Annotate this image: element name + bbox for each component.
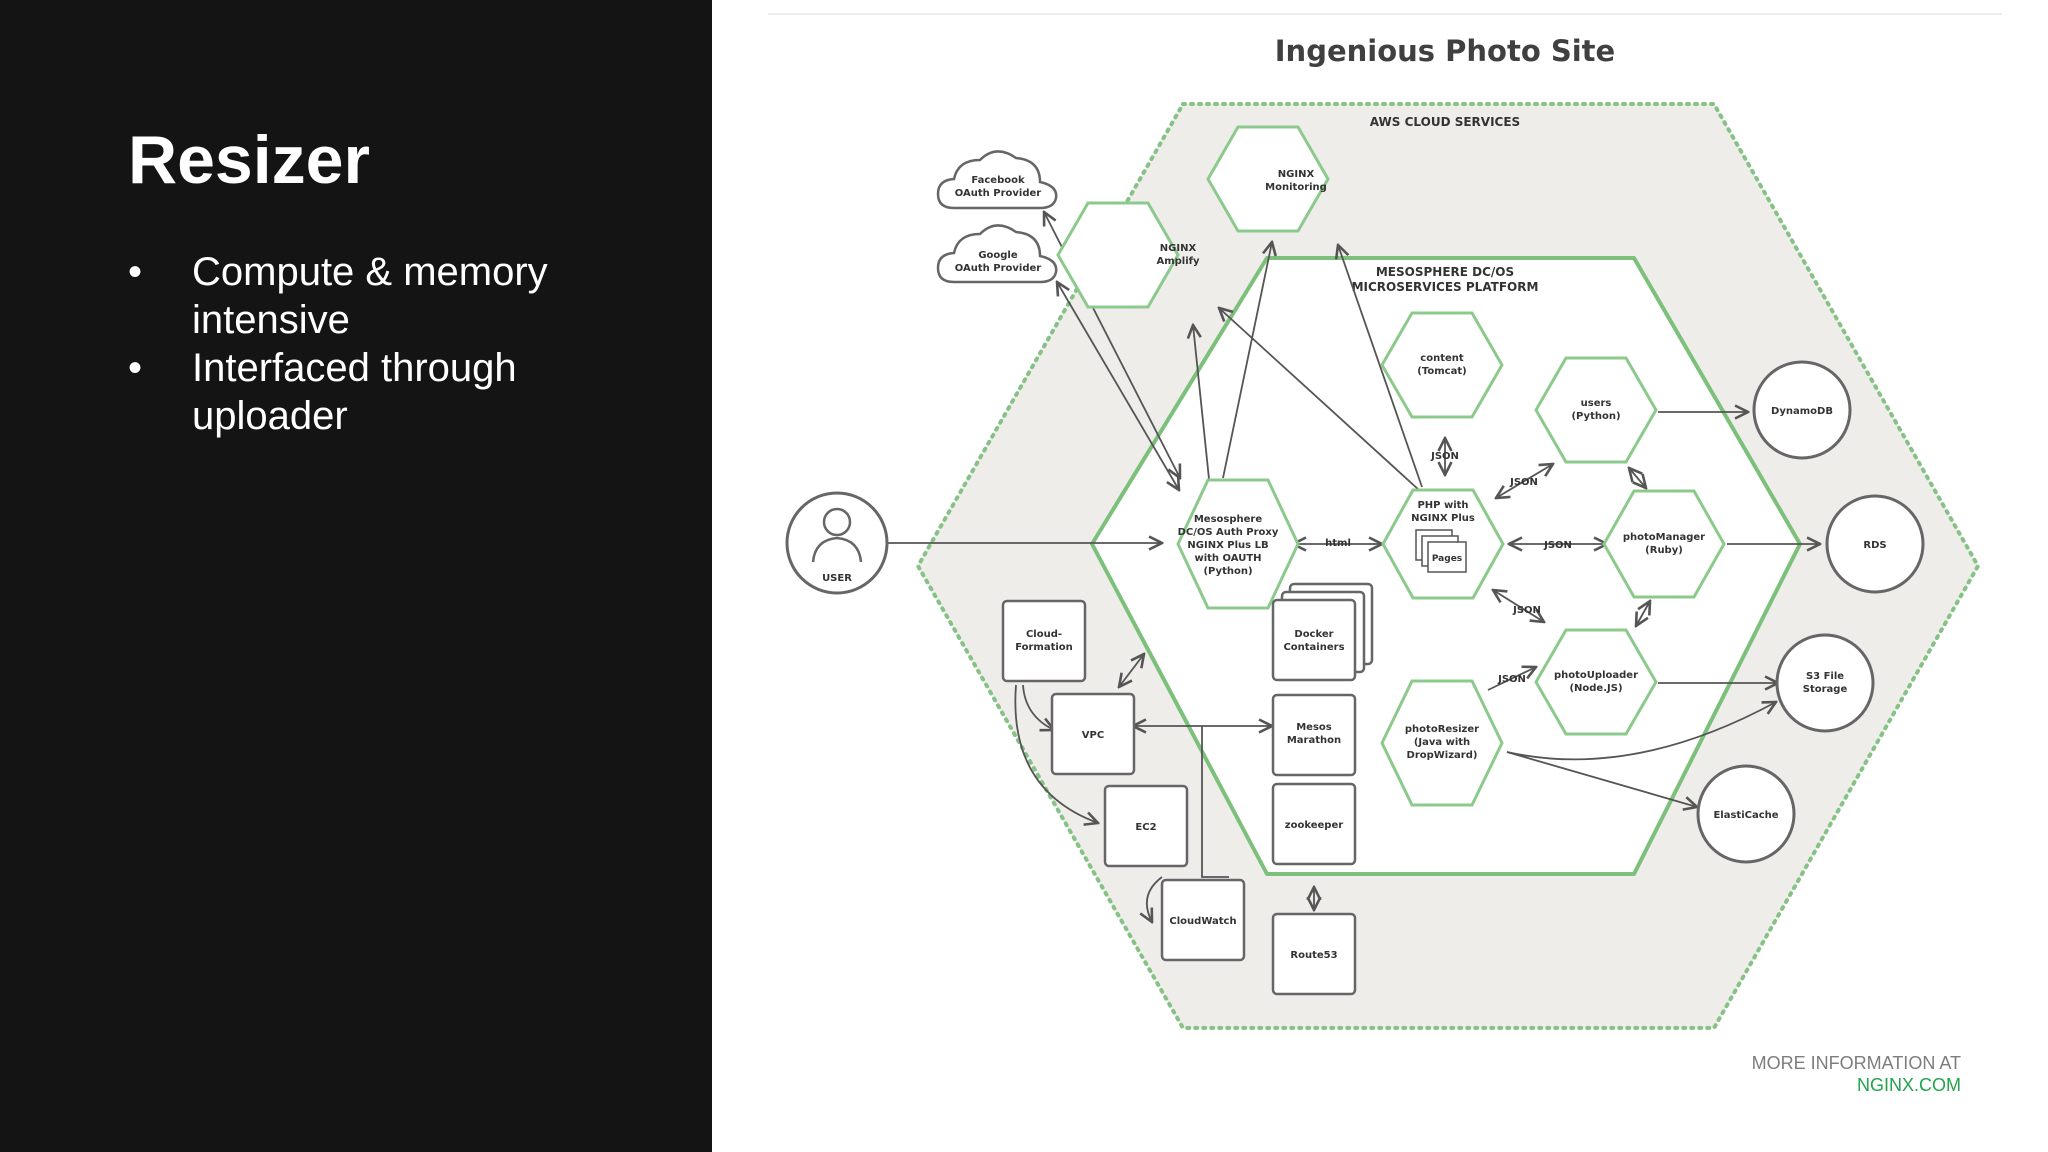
photouploader-label: (Node.JS) [1569, 683, 1622, 694]
route53-label: Route53 [1290, 950, 1337, 961]
nginx-monitoring-hex: NGINX Monitoring [1206, 125, 1330, 233]
cloudformation-box: Cloud- Formation [1001, 599, 1087, 683]
content-label: (Tomcat) [1417, 366, 1466, 377]
auth-proxy-label: DC/OS Auth Proxy [1178, 527, 1279, 538]
auth-proxy-label: Mesosphere [1194, 514, 1262, 525]
bullet-list: • Compute & memory intensive • Interfaced … [128, 248, 648, 440]
ec2-box: EC2 [1103, 784, 1189, 868]
auth-proxy-hex: Mesosphere DC/OS Auth Proxy NGINX Plus L… [1176, 478, 1300, 610]
s3-label: Storage [1803, 684, 1848, 695]
route53-box: Route53 [1271, 912, 1357, 996]
bullet-dot-icon: • [128, 250, 143, 294]
rds-label: RDS [1863, 540, 1886, 551]
photouploader-nodejs-hex: photoUploader (Node.JS) [1534, 628, 1658, 736]
elasticache-store: ElastiCache [1696, 764, 1796, 864]
bullet-item: • Interfaced through uploader [128, 344, 648, 440]
cloudformation-label: Formation [1015, 642, 1073, 653]
ec2-label: EC2 [1135, 822, 1156, 833]
pages-stack-front [1427, 541, 1467, 573]
edge-label-json: JSON [1430, 451, 1459, 462]
auth-proxy-label: (Python) [1203, 566, 1252, 577]
photomanager-ruby-hex: photoManager (Ruby) [1602, 489, 1726, 599]
users-python-hex: users (Python) [1534, 356, 1658, 464]
photomanager-label: (Ruby) [1645, 545, 1683, 556]
nginx-monitoring-label: Monitoring [1265, 182, 1327, 193]
left-panel: Resizer • Compute & memory intensive • Int… [0, 0, 712, 1152]
photoresizer-label: (Java with [1414, 737, 1470, 748]
bullet-item: • Compute & memory intensive [128, 248, 648, 344]
nginx-amplify-label: NGINX [1160, 243, 1197, 254]
auth-proxy-label: with OAUTH [1194, 553, 1261, 564]
bullet-text: Compute & memory intensive [192, 250, 548, 342]
s3-label: S3 File [1806, 671, 1844, 682]
zookeeper-box: zookeeper [1271, 782, 1357, 866]
mesosphere-label-line1: MESOSPHERE DC/OS [1376, 265, 1514, 279]
more-info-label: MORE INFORMATION AT [1751, 1053, 1961, 1073]
content-tomcat-hex: content (Tomcat) [1380, 311, 1504, 419]
s3-file-storage-store: S3 File Storage [1775, 633, 1875, 733]
nginx-link[interactable]: NGINX.COM [1856, 1075, 1961, 1095]
nginx-amplify-label: Amplify [1156, 256, 1200, 267]
connector-lines [888, 212, 1820, 922]
edge-label-json: JSON [1543, 540, 1572, 551]
architecture-diagram: Ingenious Photo Site AWS CLOUD SERVICES … [768, 13, 2002, 1030]
auth-proxy-label: NGINX Plus LB [1187, 540, 1268, 551]
dynamodb-label: DynamoDB [1771, 406, 1833, 417]
photoresizer-java-hex: photoResizer (Java with DropWizard) [1380, 679, 1504, 807]
elasticache-label: ElastiCache [1713, 810, 1778, 821]
bullet-text: Interfaced through uploader [192, 346, 517, 438]
google-oauth-cloud: Google OAuth Provider [936, 224, 1058, 284]
aws-cloud-label: AWS CLOUD SERVICES [1370, 115, 1520, 129]
mesosphere-label-line2: MICROSERVICES PLATFORM [1352, 280, 1539, 294]
diagram-title: Ingenious Photo Site [1275, 34, 1615, 68]
content-label: content [1420, 353, 1464, 364]
edge-label-json: JSON [1497, 674, 1526, 685]
facebook-oauth-cloud: Facebook OAuth Provider [936, 150, 1058, 210]
photouploader-label: photoUploader [1554, 670, 1638, 681]
user-label: USER [822, 573, 852, 584]
docker-label: Containers [1283, 642, 1344, 653]
docker-label: Docker [1294, 629, 1333, 640]
pages-label: Pages [1432, 554, 1462, 564]
photomanager-label: photoManager [1623, 532, 1705, 543]
user-icon [822, 507, 852, 537]
cloudformation-label: Cloud- [1026, 629, 1062, 640]
mesos-label: Mesos [1296, 722, 1332, 733]
google-oauth-label: Google [978, 250, 1018, 261]
docker-containers-box: Docker Containers [1271, 582, 1374, 682]
cloudwatch-box: CloudWatch [1160, 878, 1246, 962]
facebook-oauth-label: Facebook [971, 175, 1025, 186]
edge-label-html: html [1325, 538, 1351, 549]
google-oauth-label: OAuth Provider [955, 263, 1041, 274]
bullet-dot-icon: • [128, 346, 143, 390]
mesos-label: Marathon [1287, 735, 1341, 746]
user-node: USER [785, 491, 889, 595]
mesos-marathon-box: Mesos Marathon [1271, 693, 1357, 777]
slide-title: Resizer [128, 122, 370, 198]
php-nginx-plus-hex: PHP with NGINX Plus Pages [1381, 488, 1505, 600]
more-info-footer: MORE INFORMATION AT NGINX.COM [1752, 1052, 1961, 1096]
edge-label-json: JSON [1512, 605, 1541, 616]
rds-store: RDS [1825, 494, 1925, 594]
dynamodb-store: DynamoDB [1752, 360, 1852, 460]
zookeeper-label: zookeeper [1285, 820, 1343, 831]
users-label: (Python) [1571, 411, 1620, 422]
edge-label-json: JSON [1509, 477, 1538, 488]
nginx-monitoring-label: NGINX [1278, 169, 1315, 180]
photoresizer-label: photoResizer [1405, 724, 1479, 735]
nginx-amplify-hex: NGINX Amplify [1056, 201, 1200, 309]
users-label: users [1581, 398, 1612, 409]
cloudwatch-label: CloudWatch [1169, 916, 1236, 927]
facebook-oauth-label: OAuth Provider [955, 188, 1041, 199]
php-label: PHP with [1417, 500, 1468, 511]
photoresizer-label: DropWizard) [1407, 750, 1478, 761]
vpc-box: VPC [1050, 692, 1136, 776]
right-panel: Ingenious Photo Site AWS CLOUD SERVICES … [712, 0, 2048, 1152]
php-label: NGINX Plus [1411, 513, 1475, 524]
vpc-label: VPC [1082, 730, 1104, 741]
